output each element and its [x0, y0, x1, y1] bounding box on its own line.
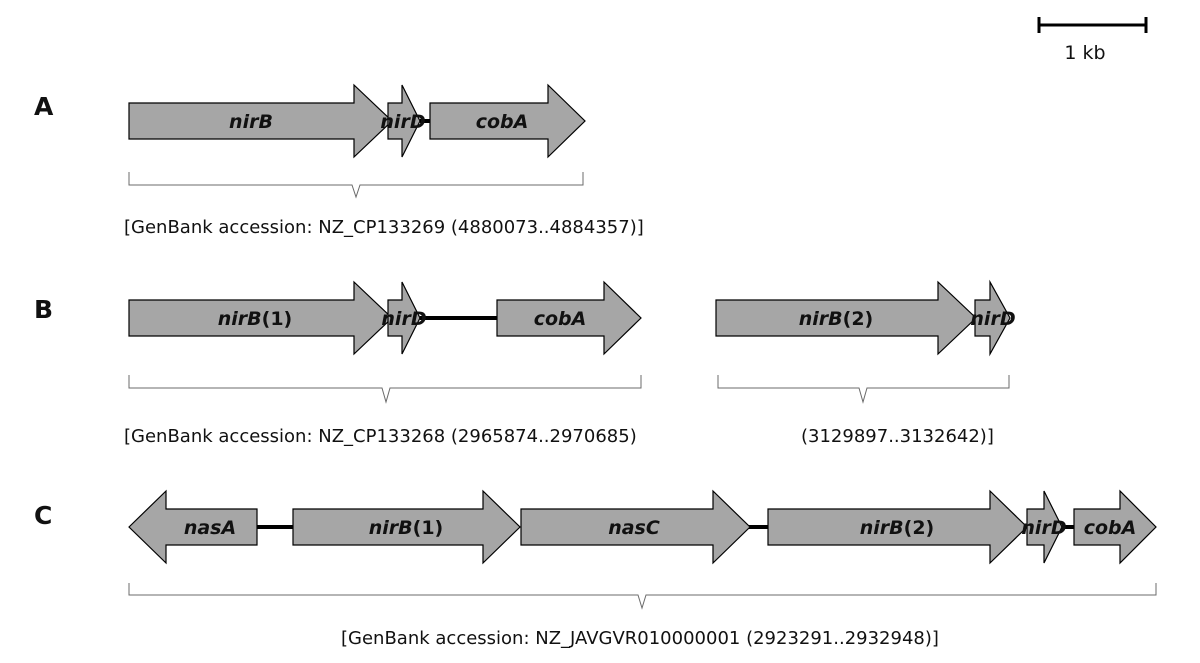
scale-bar: 1 kb	[1037, 17, 1148, 64]
gene-label: nasC	[608, 517, 660, 539]
gene-label: nirD	[381, 308, 426, 330]
gene-label: nirB(2)	[860, 517, 935, 539]
gene-label: nirB(1)	[369, 517, 444, 539]
gene-label: nirD	[380, 111, 425, 133]
gene-arrow-coba: cobA	[429, 83, 586, 159]
gene-arrow-coba: cobA	[1073, 489, 1157, 565]
bracket	[128, 375, 642, 404]
gene-label: nirB(1)	[218, 308, 293, 330]
accession-caption: (3129897..3132642)]	[801, 426, 994, 447]
gene-label: cobA	[534, 308, 587, 330]
gene-arrow-nirb-1: nirB(1)	[128, 280, 393, 356]
gene-label: nirB	[229, 111, 273, 133]
panel-a: A nirB nirD cobA [GenBank accession: NZ_…	[34, 83, 644, 238]
gene-arrow-nirb-2: nirB(2)	[767, 489, 1028, 565]
gene-arrow-nasc: nasC	[520, 489, 751, 565]
gene-arrow-nasa: nasA	[128, 489, 258, 565]
panel-label: B	[34, 295, 53, 324]
gene-label: cobA	[1084, 517, 1137, 539]
gene-arrow-nird: nirD	[380, 84, 426, 158]
panel-b: B nirB(1) nirD cobA [GenBank accession: …	[34, 279, 1016, 447]
gene-arrow-nird-2: nirD	[970, 279, 1016, 357]
gene-arrow-nirb-1: nirB(1)	[292, 489, 521, 565]
gene-arrow-coba: cobA	[496, 280, 642, 356]
bracket	[128, 583, 1157, 610]
gene-label: nirD	[1021, 517, 1066, 539]
gene-label: nasA	[184, 517, 236, 539]
accession-caption: [GenBank accession: NZ_CP133268 (2965874…	[124, 426, 637, 447]
bracket	[717, 375, 1010, 404]
bracket	[128, 172, 584, 199]
gene-label: cobA	[476, 111, 529, 133]
gene-arrow-nirb-2: nirB(2)	[715, 280, 977, 356]
scale-bar-label: 1 kb	[1064, 42, 1105, 64]
accession-caption: [GenBank accession: NZ_JAVGVR010000001 (…	[341, 628, 939, 649]
gene-arrow-nirb: nirB	[128, 83, 393, 159]
gene-label: nirD	[970, 308, 1015, 330]
panel-label: C	[34, 501, 52, 530]
panel-label: A	[34, 92, 54, 121]
gene-arrow-nird: nirD	[381, 281, 427, 355]
accession-caption: [GenBank accession: NZ_CP133269 (4880073…	[124, 217, 644, 238]
panel-c: C nasA nirB(1) nasC nirB(2) nirD cobA	[34, 489, 1157, 649]
gene-label: nirB(2)	[799, 308, 874, 330]
gene-arrow-nird: nirD	[1021, 490, 1067, 564]
